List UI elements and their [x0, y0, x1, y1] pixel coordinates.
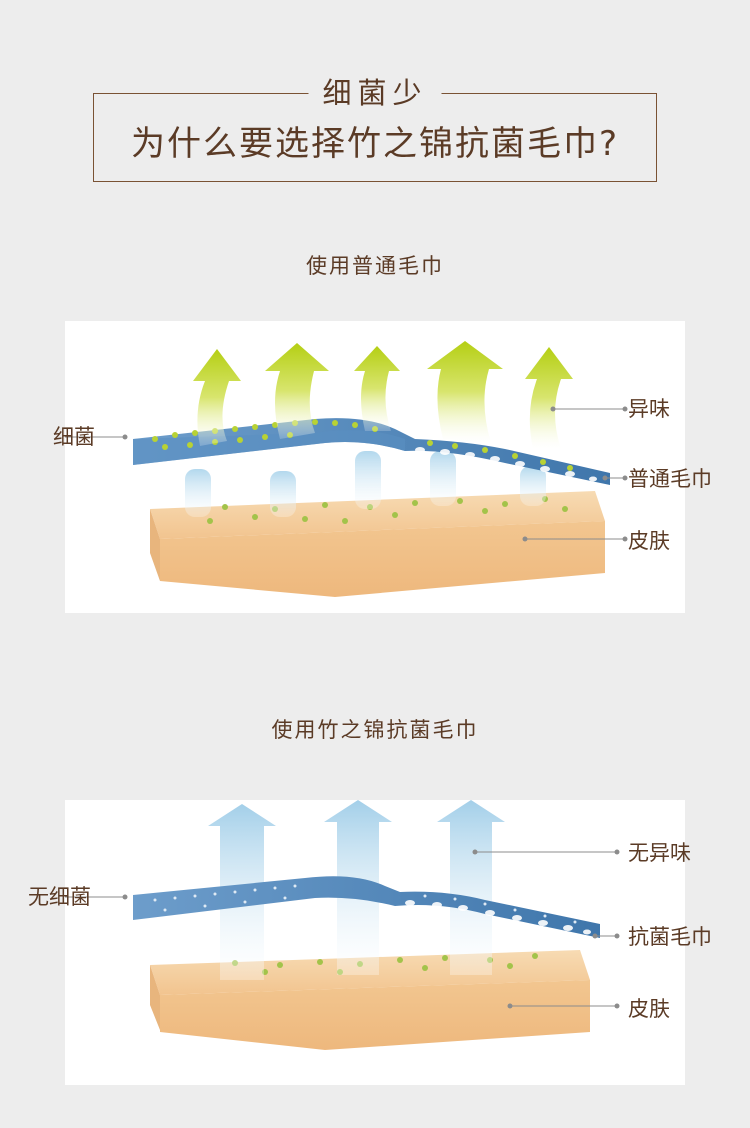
vapour-columns [185, 451, 546, 517]
antibacterial-towel-heading: 使用竹之锦抗菌毛巾 [271, 718, 479, 742]
skin-top [150, 491, 605, 539]
label-no-odor: 无异味 [628, 841, 691, 865]
towel-layer [133, 418, 610, 485]
clean-air-arrows [208, 800, 505, 980]
label-antibacterial-towel: 抗菌毛巾 [628, 925, 712, 949]
label-odor: 异味 [628, 397, 670, 421]
label-no-bacteria: 无细菌 [28, 885, 91, 909]
antibacterial-towel-illustration [65, 800, 620, 1050]
towel-pores [405, 900, 591, 935]
normal-towel-illustration [65, 341, 628, 597]
normal-towel-heading: 使用普通毛巾 [306, 254, 444, 278]
towel-texture-dots [153, 884, 577, 924]
antibacterial-towel-layer [133, 876, 600, 938]
label-bacteria: 细菌 [53, 425, 95, 449]
skin-block [160, 980, 590, 1050]
antibacterial-towel-diagram [65, 800, 685, 1085]
normal-towel-diagram [65, 321, 685, 613]
odor-arrows [193, 341, 573, 449]
label-normal-towel: 普通毛巾 [628, 467, 712, 491]
leader-lines [65, 851, 617, 1007]
label-skin-2: 皮肤 [628, 997, 670, 1021]
label-skin: 皮肤 [628, 529, 670, 553]
page-title: 为什么要选择竹之锦抗菌毛巾? [130, 124, 620, 164]
leader-lines [65, 408, 625, 540]
towel-pores [415, 447, 597, 482]
section-subtitle: 细菌少 [308, 76, 442, 110]
skin-block [160, 521, 605, 597]
